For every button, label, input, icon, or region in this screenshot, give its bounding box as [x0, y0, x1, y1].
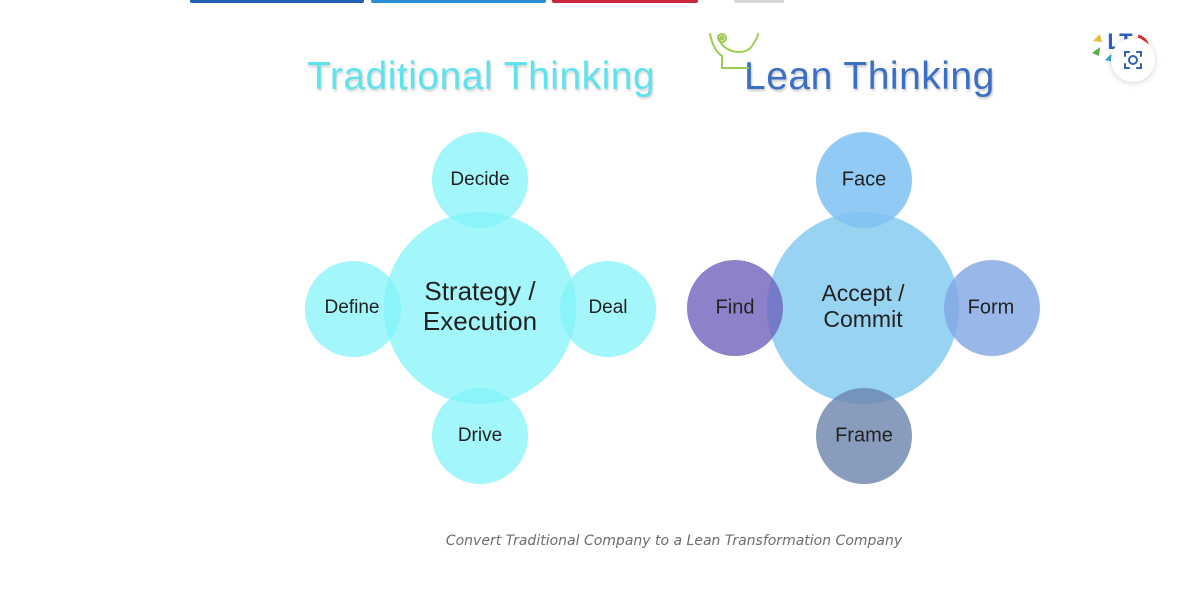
- lean-diagram: [687, 132, 1040, 484]
- traditional-top-label: Decide: [450, 169, 509, 190]
- traditional-center-circle: [384, 212, 576, 404]
- traditional-top-circle: [432, 132, 528, 228]
- traditional-bottom-circle: [432, 388, 528, 484]
- lean-bottom-label: Frame: [835, 424, 893, 446]
- twitter-share-button[interactable]: [371, 0, 546, 3]
- lens-scan-icon: [1124, 51, 1142, 69]
- figure-caption: Convert Traditional Company to a Lean Tr…: [445, 533, 903, 549]
- head-gear-icon: [709, 33, 759, 69]
- lean-left-label: Find: [716, 296, 755, 318]
- lean-right-circle: [944, 260, 1040, 356]
- more-share-button[interactable]: [734, 0, 784, 3]
- traditional-left-label: Define: [325, 297, 380, 318]
- lean-center-line-1: Accept /: [821, 280, 905, 306]
- lean-top-label: Face: [842, 168, 886, 190]
- lean-right-label: Form: [968, 296, 1015, 318]
- lean-thinking-title: Lean Thinking: [744, 55, 995, 98]
- visual-search-button[interactable]: [1111, 38, 1155, 82]
- traditional-right-label: Deal: [588, 297, 627, 318]
- lean-bottom-circle: [816, 388, 912, 484]
- traditional-bottom-label: Drive: [458, 425, 502, 446]
- facebook-share-button[interactable]: [190, 0, 364, 3]
- traditional-diagram: [305, 132, 656, 484]
- traditional-thinking-title: Traditional Thinking: [307, 55, 656, 98]
- lean-left-circle: [687, 260, 783, 356]
- traditional-right-circle: [560, 261, 656, 357]
- traditional-center-line-1: Strategy /: [424, 276, 536, 306]
- pinterest-share-button[interactable]: [552, 0, 698, 3]
- lean-center-circle: [767, 212, 959, 404]
- traditional-center-line-2: Execution: [423, 306, 537, 336]
- lean-center-line-2: Commit: [823, 306, 903, 332]
- traditional-left-circle: [305, 261, 401, 357]
- lean-top-circle: [816, 132, 912, 228]
